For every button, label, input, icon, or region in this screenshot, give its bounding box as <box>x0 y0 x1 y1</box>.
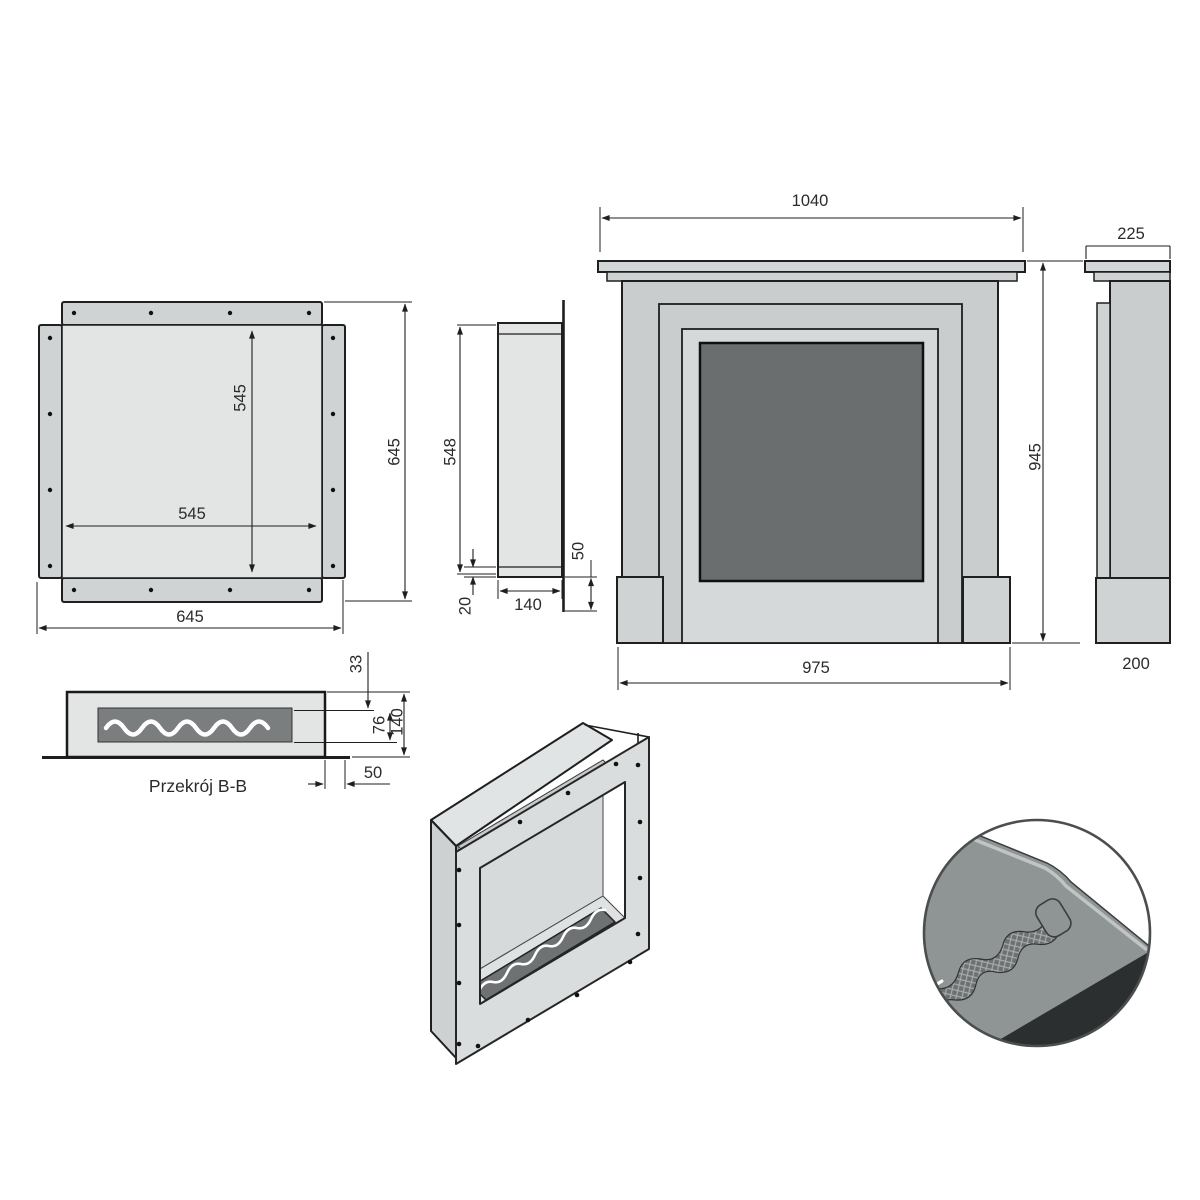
dim-depth-140: 140 <box>497 580 563 614</box>
dim-label-50: 50 <box>569 542 587 560</box>
dim-bottom-cap-20: 20 <box>456 549 496 615</box>
mantel-shelf-step <box>606 271 1018 282</box>
insert-body-profile <box>497 322 563 578</box>
dim-label-1040: 1040 <box>792 192 829 210</box>
fireplace-front-view: 1040 945 975 <box>597 192 1083 690</box>
screw-holes <box>47 310 336 593</box>
front-flange-frame <box>455 736 650 1065</box>
dim-label-inner-width: 545 <box>178 505 206 523</box>
detail-edge-wedge <box>977 950 1150 1046</box>
plinth-right <box>962 576 1011 644</box>
section-b-b-view: 33 76 140 50 Przekrój B-B <box>42 652 410 796</box>
dim-total-140: 140 <box>327 691 410 758</box>
dim-wall-offset-50: 50 <box>308 760 390 789</box>
side-front-panel <box>1096 302 1111 579</box>
insert-front-view: 545 545 645 645 <box>36 301 412 634</box>
burner-wave-slot <box>103 719 271 737</box>
dim-outer-height: 645 <box>324 301 412 602</box>
detail-bent-lip <box>924 820 1149 952</box>
dim-label-225: 225 <box>1117 225 1145 243</box>
top-flange <box>61 301 323 326</box>
dim-label-50-section: 50 <box>364 764 382 782</box>
section-caption: Przekrój B-B <box>149 776 247 796</box>
fireplace-side-view: 225 200 <box>1084 225 1171 673</box>
burner-wave-3d <box>477 908 607 993</box>
flange-plate-edge <box>584 724 650 744</box>
dim-label-20: 20 <box>456 597 474 615</box>
plinth-left <box>616 576 664 644</box>
dim-label-548: 548 <box>441 438 459 466</box>
detail-vent-slot <box>925 992 936 1001</box>
side-shelf <box>1084 260 1171 273</box>
insert-side-view: 548 20 140 50 <box>441 300 597 615</box>
dim-label-33: 33 <box>347 655 365 673</box>
dim-label-outer-width: 645 <box>176 608 204 626</box>
detail-slot-end <box>1035 898 1072 938</box>
dim-inner-height: 545 <box>231 330 255 573</box>
dim-base-width-975: 975 <box>617 647 1011 690</box>
dim-label-inner-height: 545 <box>231 384 249 412</box>
dim-inner-width: 545 <box>65 505 317 529</box>
dim-height-548: 548 <box>441 324 496 575</box>
detail-circle-border <box>922 818 1152 1048</box>
side-shelf-step <box>1093 271 1171 282</box>
dim-shelf-width-1040: 1040 <box>599 192 1024 252</box>
dim-label-76: 76 <box>370 716 388 734</box>
dim-label-outer-height: 645 <box>385 438 403 466</box>
dim-opening-76: 76 <box>294 712 397 743</box>
dim-height-945: 945 <box>1012 260 1083 644</box>
mantel-shelf <box>597 260 1026 273</box>
detail-vent-slot <box>924 1007 931 1014</box>
dim-label-140: 140 <box>514 596 542 614</box>
right-flange <box>321 324 346 579</box>
dim-label-945: 945 <box>1026 443 1044 471</box>
left-flange <box>38 324 63 579</box>
side-body <box>1109 280 1171 579</box>
dim-label-200: 200 <box>1122 655 1150 673</box>
screw-holes-3d <box>456 761 643 1049</box>
dim-top-offset-33: 33 <box>294 652 374 711</box>
dim-flange-50: 50 <box>565 542 597 612</box>
front-panel <box>61 324 323 579</box>
dim-shelf-depth-225: 225 <box>1085 225 1171 259</box>
bottom-flange <box>61 577 323 603</box>
dim-label-140-section: 140 <box>388 708 406 736</box>
dim-outer-width: 645 <box>36 580 344 634</box>
firebox-window <box>698 341 925 583</box>
dim-label-975: 975 <box>802 659 830 677</box>
isometric-insert-view <box>430 722 650 1065</box>
box-left-face <box>430 819 457 1059</box>
side-plinth <box>1095 577 1171 644</box>
burner-detail-view <box>922 818 1152 1048</box>
burner-strip-3d <box>471 907 616 1001</box>
